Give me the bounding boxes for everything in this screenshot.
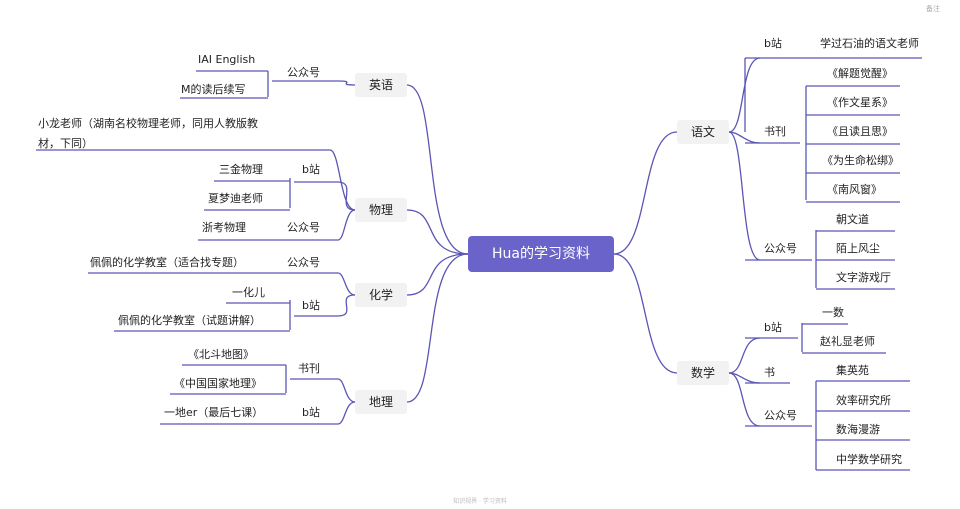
- chinese-item[interactable]: 朝文道: [836, 213, 869, 226]
- root-to-topic-line: [406, 253, 469, 296]
- root-to-topic-line: [406, 253, 469, 403]
- branch-line: [337, 401, 356, 425]
- chinese-item[interactable]: 文字游戏厅: [836, 271, 891, 284]
- physics-gzh-label: 公众号: [287, 221, 320, 234]
- english-item[interactable]: IAI English: [198, 53, 256, 66]
- geo-item[interactable]: 《北斗地图》: [188, 348, 254, 361]
- physics-bz-label: b站: [302, 163, 320, 176]
- math-gzh-label: 公众号: [764, 409, 797, 422]
- branch-line: [337, 209, 356, 241]
- chinese-item[interactable]: 《解题觉醒》: [827, 67, 893, 80]
- chem-gzh-label: 公众号: [287, 256, 320, 269]
- math-item[interactable]: 效率研究所: [836, 394, 891, 407]
- math-shu-label: 书: [764, 366, 775, 379]
- math-item[interactable]: 集英苑: [836, 364, 869, 377]
- branch-line: [728, 372, 761, 427]
- branch-line: [337, 294, 356, 317]
- math-item[interactable]: 数海漫游: [836, 423, 880, 436]
- topic-chinese[interactable]: 语文: [677, 120, 729, 144]
- topic-chemistry[interactable]: 化学: [355, 283, 407, 307]
- chinese-sk-label: 书刊: [764, 125, 786, 138]
- topic-physics[interactable]: 物理: [355, 198, 407, 222]
- topic-english[interactable]: 英语: [355, 73, 407, 97]
- chinese-item[interactable]: 学过石油的语文老师: [820, 37, 919, 50]
- chem-item[interactable]: 佩佩的化学教室（试题讲解）: [118, 314, 261, 327]
- chinese-item[interactable]: 《作文星系》: [827, 96, 893, 109]
- physics-item[interactable]: 夏梦迪老师: [208, 192, 263, 205]
- chinese-item[interactable]: 《南风窗》: [827, 183, 882, 196]
- geo-bz-label: b站: [302, 406, 320, 419]
- chinese-item[interactable]: 《为生命松绑》: [822, 154, 899, 167]
- geo-item[interactable]: 《中国国家地理》: [174, 377, 262, 390]
- physics-item[interactable]: 浙考物理: [202, 221, 246, 234]
- root-to-topic-line: [406, 84, 469, 255]
- chinese-item[interactable]: 《且读且思》: [827, 125, 893, 138]
- math-item[interactable]: 赵礼显老师: [820, 335, 875, 348]
- watermark: 知识视界 · 学习资料: [453, 498, 507, 505]
- chem-bz-label: b站: [302, 299, 320, 312]
- chinese-bz-label: b站: [764, 37, 782, 50]
- branch-line: [329, 149, 356, 211]
- branch-line: [728, 57, 761, 133]
- math-item[interactable]: 中学数学研究: [836, 453, 902, 466]
- root-to-topic-line: [613, 253, 678, 374]
- math-bz-label: b站: [764, 321, 782, 334]
- geo-item[interactable]: 一地er（最后七课）: [164, 406, 264, 419]
- chem-item[interactable]: 一化儿: [232, 286, 265, 299]
- chinese-item[interactable]: 陌上风尘: [836, 242, 880, 255]
- root-to-topic-line: [613, 131, 678, 255]
- physics-note[interactable]: 小龙老师（湖南名校物理老师，同用人教版教材，下同）: [38, 117, 258, 150]
- topic-geography[interactable]: 地理: [355, 390, 407, 414]
- root-to-topic-line: [406, 209, 469, 255]
- corner-label: 备注: [926, 5, 940, 13]
- root-node[interactable]: Hua的学习资料: [468, 236, 614, 272]
- chem-item[interactable]: 佩佩的化学教室（适合找专题）: [90, 256, 244, 269]
- branch-line: [337, 181, 356, 211]
- geo-sk-label: 书刊: [298, 362, 320, 375]
- branch-line: [337, 378, 356, 403]
- math-item[interactable]: 一数: [822, 306, 844, 319]
- english-gzh-label: 公众号: [287, 66, 320, 79]
- branch-line: [728, 131, 761, 261]
- branch-line: [728, 337, 761, 374]
- branch-line: [337, 80, 356, 86]
- topic-math[interactable]: 数学: [677, 361, 729, 385]
- branch-line: [337, 272, 356, 296]
- physics-item[interactable]: 三金物理: [219, 163, 263, 176]
- chinese-gzh-label: 公众号: [764, 242, 797, 255]
- english-item[interactable]: M的读后续写: [181, 83, 246, 96]
